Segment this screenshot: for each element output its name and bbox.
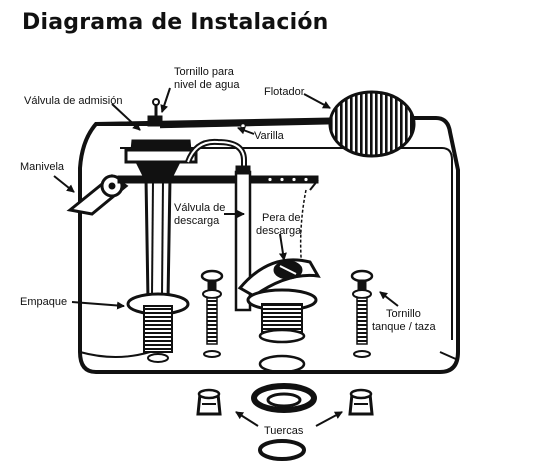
tank-to-bowl-gasket: [258, 439, 306, 461]
nut-left: [196, 388, 222, 416]
float-rod: [159, 119, 339, 130]
label-tornillo-nivel-line1: Tornillo para: [174, 66, 235, 78]
flush-valve: [234, 165, 307, 312]
tank-bolt-right: [350, 269, 374, 358]
fill-valve: [124, 98, 198, 363]
label-valvula-admision: Válvula de admisión: [24, 95, 122, 107]
label-pera-line1: Pera de: [262, 212, 301, 224]
float-ball: [328, 90, 416, 158]
label-valvula-descarga-line1: Válvula de: [174, 202, 225, 214]
nut-right: [348, 388, 374, 416]
label-tornillo-tanque-line2: tanque / taza: [372, 321, 436, 333]
label-tornillo-nivel-line2: nivel de agua: [174, 79, 240, 91]
label-pera-line2: descarga: [256, 225, 302, 237]
flapper: [237, 258, 321, 344]
label-manivela: Manivela: [20, 161, 65, 173]
label-tuercas: Tuercas: [264, 425, 304, 437]
label-tornillo-tanque-line1: Tornillo: [386, 308, 421, 320]
label-varilla: Varilla: [254, 130, 285, 142]
tank-bolt-left: [200, 269, 224, 358]
label-valvula-descarga-line2: descarga: [174, 215, 220, 227]
washer-outline: [258, 354, 306, 374]
diagram-title: Diagrama de Instalación: [22, 10, 329, 35]
label-empaque: Empaque: [20, 296, 67, 308]
label-flotador: Flotador: [264, 86, 305, 98]
spud-gasket: [251, 383, 317, 413]
callout-labels: Tornillo para nivel de agua Flotador Vál…: [20, 66, 436, 437]
callout-arrows: [53, 87, 399, 427]
trip-lever: [66, 174, 319, 216]
